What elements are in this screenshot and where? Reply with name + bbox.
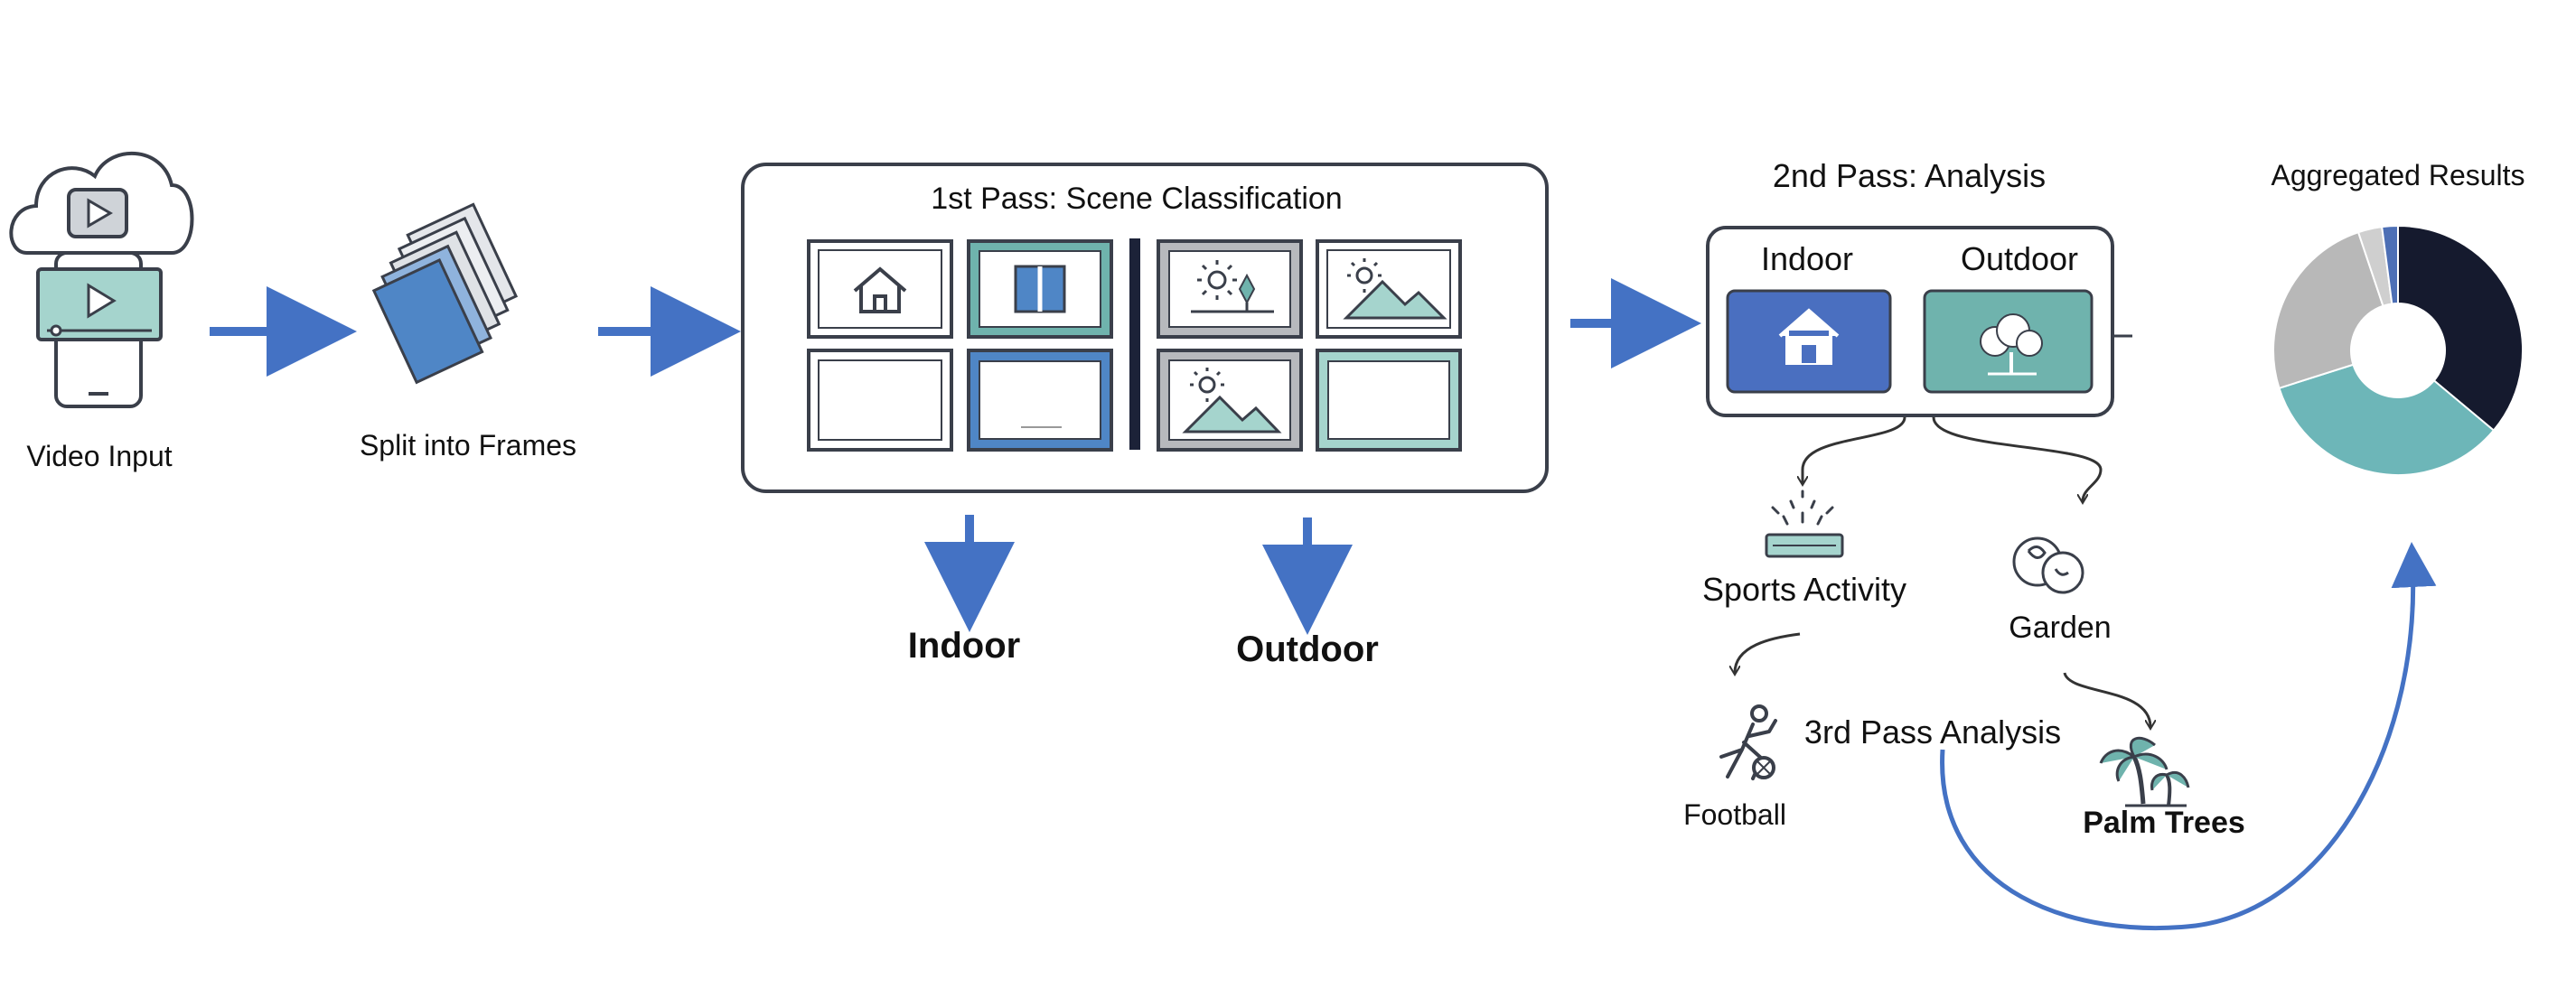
first-pass-box — [741, 163, 1549, 493]
outdoor-tree-card — [1923, 289, 2094, 394]
frame-tile-blue — [967, 349, 1113, 452]
palm-trees-icon — [2099, 736, 2190, 807]
sports-activity-label: Sports Activity — [1701, 571, 1907, 608]
garden-icon — [2012, 536, 2084, 594]
frame-tile-teal — [1316, 349, 1462, 452]
first-pass-title: 1st Pass: Scene Classification — [931, 182, 1343, 216]
second-pass-box — [1706, 226, 2132, 417]
frame-tile-window — [967, 239, 1113, 339]
connector-to-garden — [1932, 416, 2103, 501]
connector-to-football — [1735, 632, 1801, 673]
arrow-third-pass-to-results — [1940, 542, 2437, 930]
second-pass-title: 2nd Pass: Analysis — [1772, 157, 2047, 194]
aggregated-results-donut — [2272, 224, 2524, 476]
second-pass-indoor-label: Indoor — [1760, 240, 1854, 277]
aggregated-results-title: Aggregated Results — [2271, 159, 2525, 191]
third-pass-label: 3rd Pass Analysis — [1803, 713, 2062, 751]
donut-slice-3 — [2272, 230, 2384, 390]
garden-label: Garden — [2009, 611, 2112, 645]
indoor-output-label: Indoor — [907, 626, 1021, 666]
video-input-label: Video Input — [26, 440, 173, 472]
football-label: Football — [1683, 798, 1786, 831]
outdoor-output-label: Outdoor — [1236, 629, 1379, 669]
frame-tile-sun-mountain — [1316, 239, 1462, 339]
connector-to-sports — [1803, 416, 1906, 483]
split-frames-label: Split into Frames — [359, 429, 577, 462]
second-pass-outdoor-label: Outdoor — [1960, 240, 2079, 277]
connector-to-palm — [2063, 672, 2150, 727]
football-player-icon — [1719, 704, 1777, 780]
frame-tile-blank-1 — [807, 349, 953, 452]
palm-trees-label: Palm Trees — [2083, 806, 2245, 840]
frames-stack-icon — [371, 202, 519, 385]
frame-tile-sun-tree — [1157, 239, 1303, 339]
video-input-icon — [9, 151, 194, 408]
frame-tile-gray-mountain — [1157, 349, 1303, 452]
sports-activity-icon — [1765, 490, 1844, 558]
donut-slice-5 — [2381, 224, 2399, 305]
indoor-house-card — [1726, 289, 1892, 394]
donut-slice-1 — [2397, 224, 2524, 432]
frame-tile-house — [807, 239, 953, 339]
donut-slice-2 — [2278, 363, 2496, 476]
